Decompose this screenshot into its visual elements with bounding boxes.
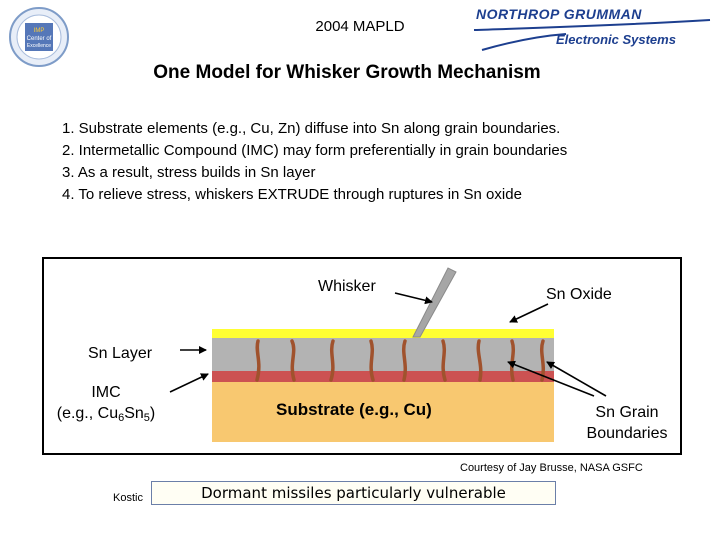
grain-boundary — [509, 339, 516, 382]
label-sn-oxide: Sn Oxide — [546, 286, 612, 303]
company-division: Electronic Systems — [556, 32, 676, 47]
grain-boundary-arrow-2 — [546, 361, 607, 397]
presenter-name: Kostic — [113, 492, 143, 504]
grain-boundary — [441, 339, 447, 382]
logo-text-center: Center of — [27, 36, 52, 42]
grain-boundary — [329, 339, 335, 382]
center-of-excellence-logo: IMP Center of Excellence — [9, 7, 69, 67]
image-credit: Courtesy of Jay Brusse, NASA GSFC — [460, 462, 643, 474]
label-imc: IMC (e.g., Cu6Sn5) — [44, 382, 168, 429]
list-item: 2. Intermetallic Compound (IMC) may form… — [62, 142, 568, 159]
imc-layer — [212, 370, 554, 382]
logo-text-imp: IMP — [34, 28, 45, 34]
whisker — [412, 267, 457, 338]
label-sn-layer: Sn Layer — [88, 345, 153, 362]
sn-layer — [212, 337, 554, 371]
label-whisker: Whisker — [318, 278, 376, 295]
grain-boundary — [290, 339, 296, 382]
substrate-layer — [212, 381, 554, 442]
label-grain-line2: Boundaries — [586, 425, 668, 442]
grain-boundary — [539, 339, 546, 382]
imc-arrow — [169, 373, 209, 393]
list-item: 1. Substrate elements (e.g., Cu, Zn) dif… — [62, 120, 561, 137]
grain-boundaries — [255, 339, 546, 382]
label-sn-grain-boundaries: Sn Grain Boundaries — [566, 402, 688, 444]
list-item: 3. As a result, stress builds in Sn laye… — [62, 164, 316, 181]
company-name: NORTHROP GRUMMAN — [476, 6, 642, 22]
slide-title: One Model for Whisker Growth Mechanism — [153, 62, 541, 83]
sn-oxide-layer — [212, 329, 554, 338]
list-item: 4. To relieve stress, whiskers EXTRUDE t… — [62, 186, 522, 203]
conference-title: 2004 MAPLD — [315, 18, 405, 35]
mechanism-steps-list: 1. Substrate elements (e.g., Cu, Zn) dif… — [62, 118, 567, 206]
logo-text-excellence: Excellence — [27, 43, 51, 49]
grain-boundary — [401, 339, 408, 382]
label-imc-line2: (e.g., Cu6Sn5) — [56, 405, 156, 424]
grain-boundary — [369, 339, 375, 382]
grain-boundary — [255, 339, 261, 382]
label-grain-line1: Sn Grain — [595, 404, 659, 421]
grain-boundary — [476, 339, 483, 382]
grain-boundary-arrow-1 — [507, 360, 595, 397]
callout-box: Dormant missiles particularly vulnerable — [151, 481, 556, 505]
whisker-arrow — [394, 292, 433, 305]
label-substrate: Substrate (e.g., Cu) — [276, 400, 432, 419]
northrop-grumman-logo — [473, 19, 711, 51]
label-imc-line1: IMC — [91, 384, 121, 401]
sn-oxide-arrow — [509, 303, 549, 323]
